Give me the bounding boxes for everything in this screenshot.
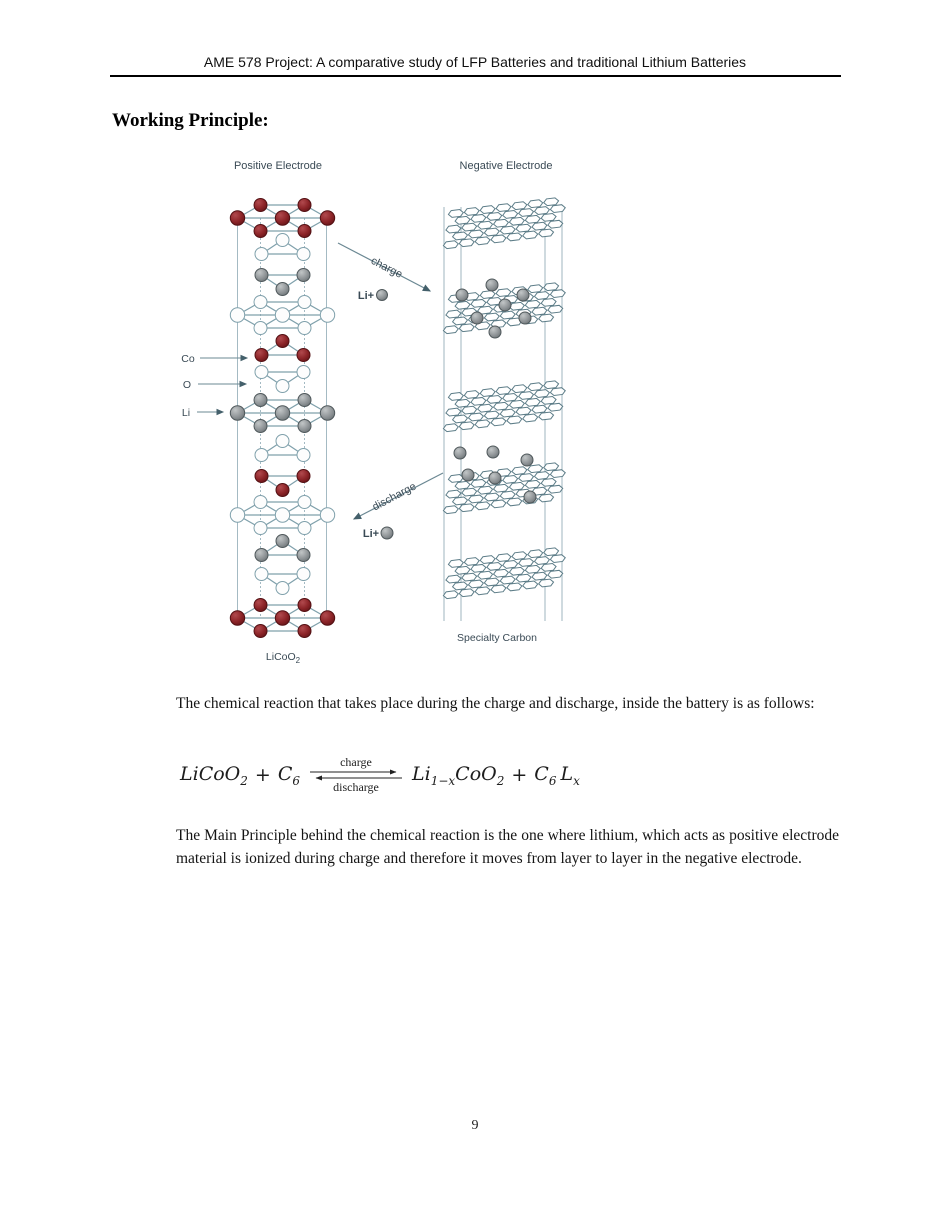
eq-term-li1x-coo2: Li1−xCoO2 [412, 763, 504, 788]
main-principle-paragraph: The Main Principle behind the chemical r… [176, 827, 839, 867]
eq-plus-2: + [511, 764, 528, 787]
section-heading: Working Principle: [112, 110, 269, 131]
crystal-and-graphite-structures [229, 197, 566, 638]
diagram-canvas: Positive Electrode Negative Electrode ch… [181, 160, 566, 665]
eq-licoo2-sub: 2 [240, 773, 248, 788]
licoo2-label-subscript: 2 [296, 656, 301, 665]
lithium-atom-label: Li [182, 407, 190, 419]
discharge-arrow-label: discharge [371, 480, 419, 513]
licoo2-label: LiCoO2 [266, 651, 301, 665]
li-ion-label-bottom: Li+ [363, 528, 379, 540]
eq-c6b-sub: 6 [548, 773, 557, 788]
eq-discharge-condition: discharge [333, 780, 379, 795]
battery-working-principle-diagram: Positive Electrode Negative Electrode ch… [165, 145, 575, 675]
eq-li-sub: 1−x [430, 773, 456, 788]
discharge-arrow [352, 472, 444, 520]
eq-licoo2-text: LiCoO [180, 762, 241, 785]
positive-electrode-label: Positive Electrode [234, 160, 322, 172]
eq-lx-sub: x [573, 773, 580, 788]
eq-coo2-text: CoO [455, 762, 497, 785]
eq-li-text: Li [412, 762, 431, 785]
equilibrium-arrows: charge discharge [308, 755, 404, 795]
eq-term-licoo2: LiCoO2 [180, 763, 248, 788]
equilibrium-arrow-icon [310, 769, 402, 781]
eq-c6-text: C [277, 762, 293, 785]
intro-paragraph: The chemical reaction that takes place d… [176, 695, 815, 712]
cobalt-atom-label: Co [181, 353, 195, 365]
header-rule [110, 75, 841, 77]
eq-coo2-sub: 2 [496, 773, 505, 788]
eq-plus-1: + [254, 764, 271, 787]
negative-electrode-label: Negative Electrode [460, 160, 553, 172]
chemical-equation: LiCoO2 + C6 charge discharge Li1−xCoO2 +… [180, 755, 580, 795]
eq-term-c6: C6 [278, 763, 300, 788]
specialty-carbon-label: Specialty Carbon [457, 632, 537, 644]
licoo2-label-text: LiCoO [266, 651, 296, 663]
li-ion-sphere-bottom [380, 526, 394, 540]
header-title: AME 578 Project: A comparative study of … [203, 54, 747, 70]
page-number: 9 [471, 1118, 479, 1133]
li-ion-sphere-top [376, 289, 388, 301]
oxygen-atom-label: O [183, 379, 191, 391]
li-ion-label-top: Li+ [358, 290, 374, 302]
eq-c6b-text: C [534, 762, 549, 785]
eq-c6-sub: 6 [292, 773, 300, 788]
charge-arrow [337, 242, 432, 292]
charge-arrow-label: charge [369, 255, 404, 281]
eq-lx-text: L [560, 762, 574, 785]
eq-charge-condition: charge [340, 755, 372, 769]
